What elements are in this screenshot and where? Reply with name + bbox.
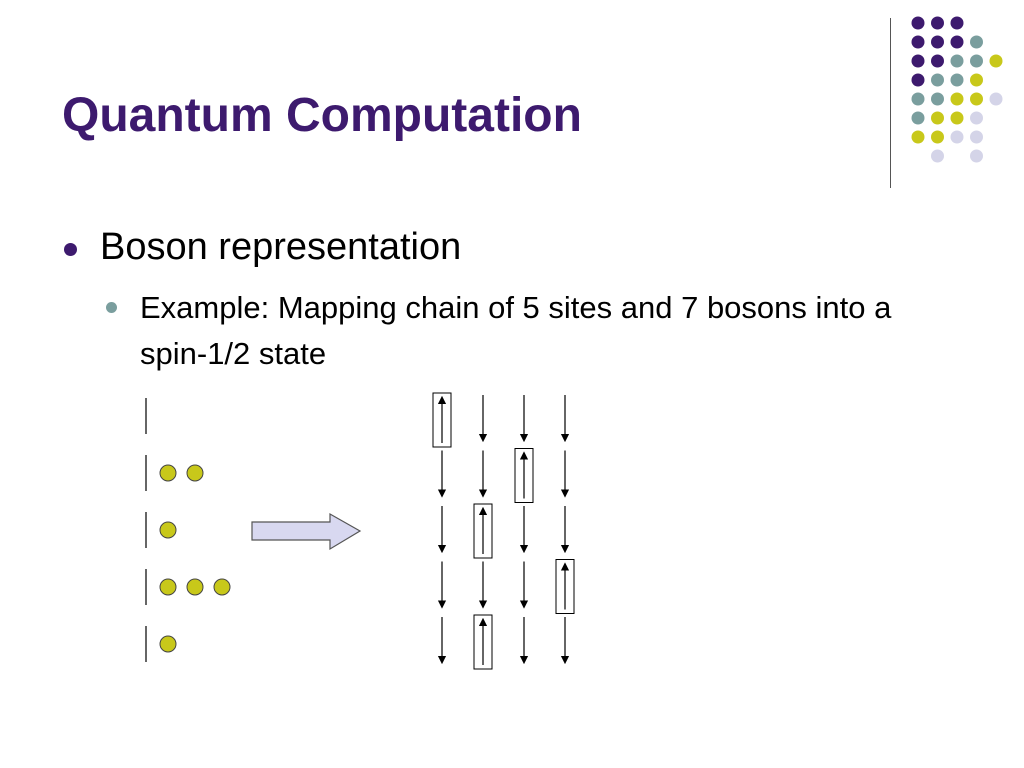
boson-chain	[145, 398, 231, 662]
bullet-dot-level1	[64, 243, 77, 256]
boson-ball	[159, 464, 177, 482]
decor-dot	[950, 16, 964, 30]
decor-dot	[950, 111, 964, 125]
decor-dot	[931, 111, 944, 125]
spin-up-box	[555, 559, 575, 614]
divider-line	[890, 18, 891, 188]
decor-dot	[970, 54, 983, 68]
decor-dot	[970, 92, 983, 106]
decor-dot	[931, 16, 944, 30]
bullet-example-mapping: Example: Mapping chain of 5 sites and 7 …	[140, 290, 892, 371]
decor-dot	[950, 92, 964, 106]
decor-dot	[970, 111, 983, 125]
decor-dot	[911, 54, 925, 68]
decor-dot	[911, 16, 925, 30]
decor-dot	[970, 35, 983, 49]
bullet-boson-representation: Boson representation	[100, 226, 462, 268]
boson-ball	[186, 464, 204, 482]
boson-ball	[159, 521, 177, 539]
decor-dot	[950, 54, 964, 68]
decor-dot	[911, 130, 925, 144]
decor-dot	[931, 130, 944, 144]
spin-up-box	[473, 503, 493, 559]
decor-dot	[950, 130, 964, 144]
decor-dot	[931, 92, 944, 106]
decorative-dot-grid	[911, 16, 1003, 163]
spin-grid	[432, 392, 575, 670]
decor-dot	[911, 92, 925, 106]
boson-ball	[159, 635, 177, 653]
decor-dot	[989, 92, 1003, 106]
decor-dot	[950, 35, 964, 49]
spin-up-box	[514, 448, 534, 503]
decor-dot	[970, 130, 983, 144]
boson-ball	[186, 578, 204, 596]
decor-dot	[931, 149, 944, 163]
spin-up-box	[432, 392, 452, 448]
decor-dot	[911, 111, 925, 125]
spin-up-box	[473, 614, 493, 670]
boson-ball	[213, 578, 231, 596]
decor-dot	[970, 73, 983, 87]
bullet-dot-level2	[106, 302, 117, 313]
decor-dot	[911, 35, 925, 49]
decor-dot	[989, 54, 1003, 68]
decor-dot	[931, 35, 944, 49]
decor-dot	[931, 54, 944, 68]
decor-dot	[931, 73, 944, 87]
decor-dot	[970, 149, 983, 163]
decor-dot	[950, 73, 964, 87]
mapping-arrow	[251, 512, 362, 551]
boson-ball	[159, 578, 177, 596]
slide-title: Quantum Computation	[62, 89, 582, 142]
decor-dot	[911, 73, 925, 87]
